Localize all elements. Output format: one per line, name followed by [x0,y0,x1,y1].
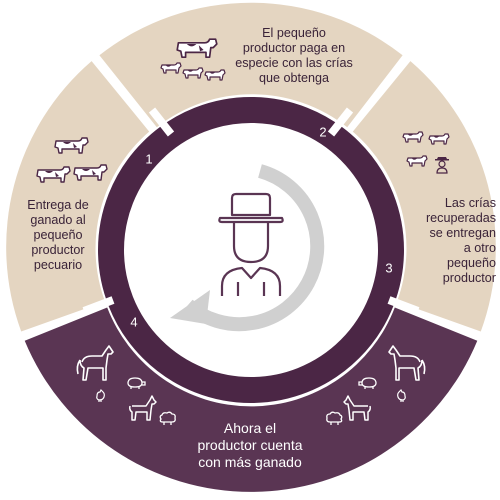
step-2-text: El pequeño productor paga en especie con… [235,26,353,85]
step-numbers: 1 2 3 4 [130,125,392,330]
segment-2 [99,2,403,128]
step-number-1: 1 [145,152,152,167]
step-number-4: 4 [130,315,137,330]
step-number-3: 3 [385,261,392,276]
cycle-arrow-icon [170,164,325,332]
center-disc [125,124,377,376]
step-3-text: Las crías recuperadas se entregan a otro… [425,196,496,285]
segment-1 [6,61,150,332]
segment-3 [352,61,496,332]
step-4-text: Ahora el productor cuenta con más ganado [197,420,303,470]
ring-dividers [82,107,420,315]
dark-ring [98,97,404,403]
segment-4 [24,307,478,492]
farmer-icon [218,192,284,296]
step-number-2: 2 [319,125,326,140]
step-1-text: Entrega de ganado al pequeño productor p… [27,198,89,272]
